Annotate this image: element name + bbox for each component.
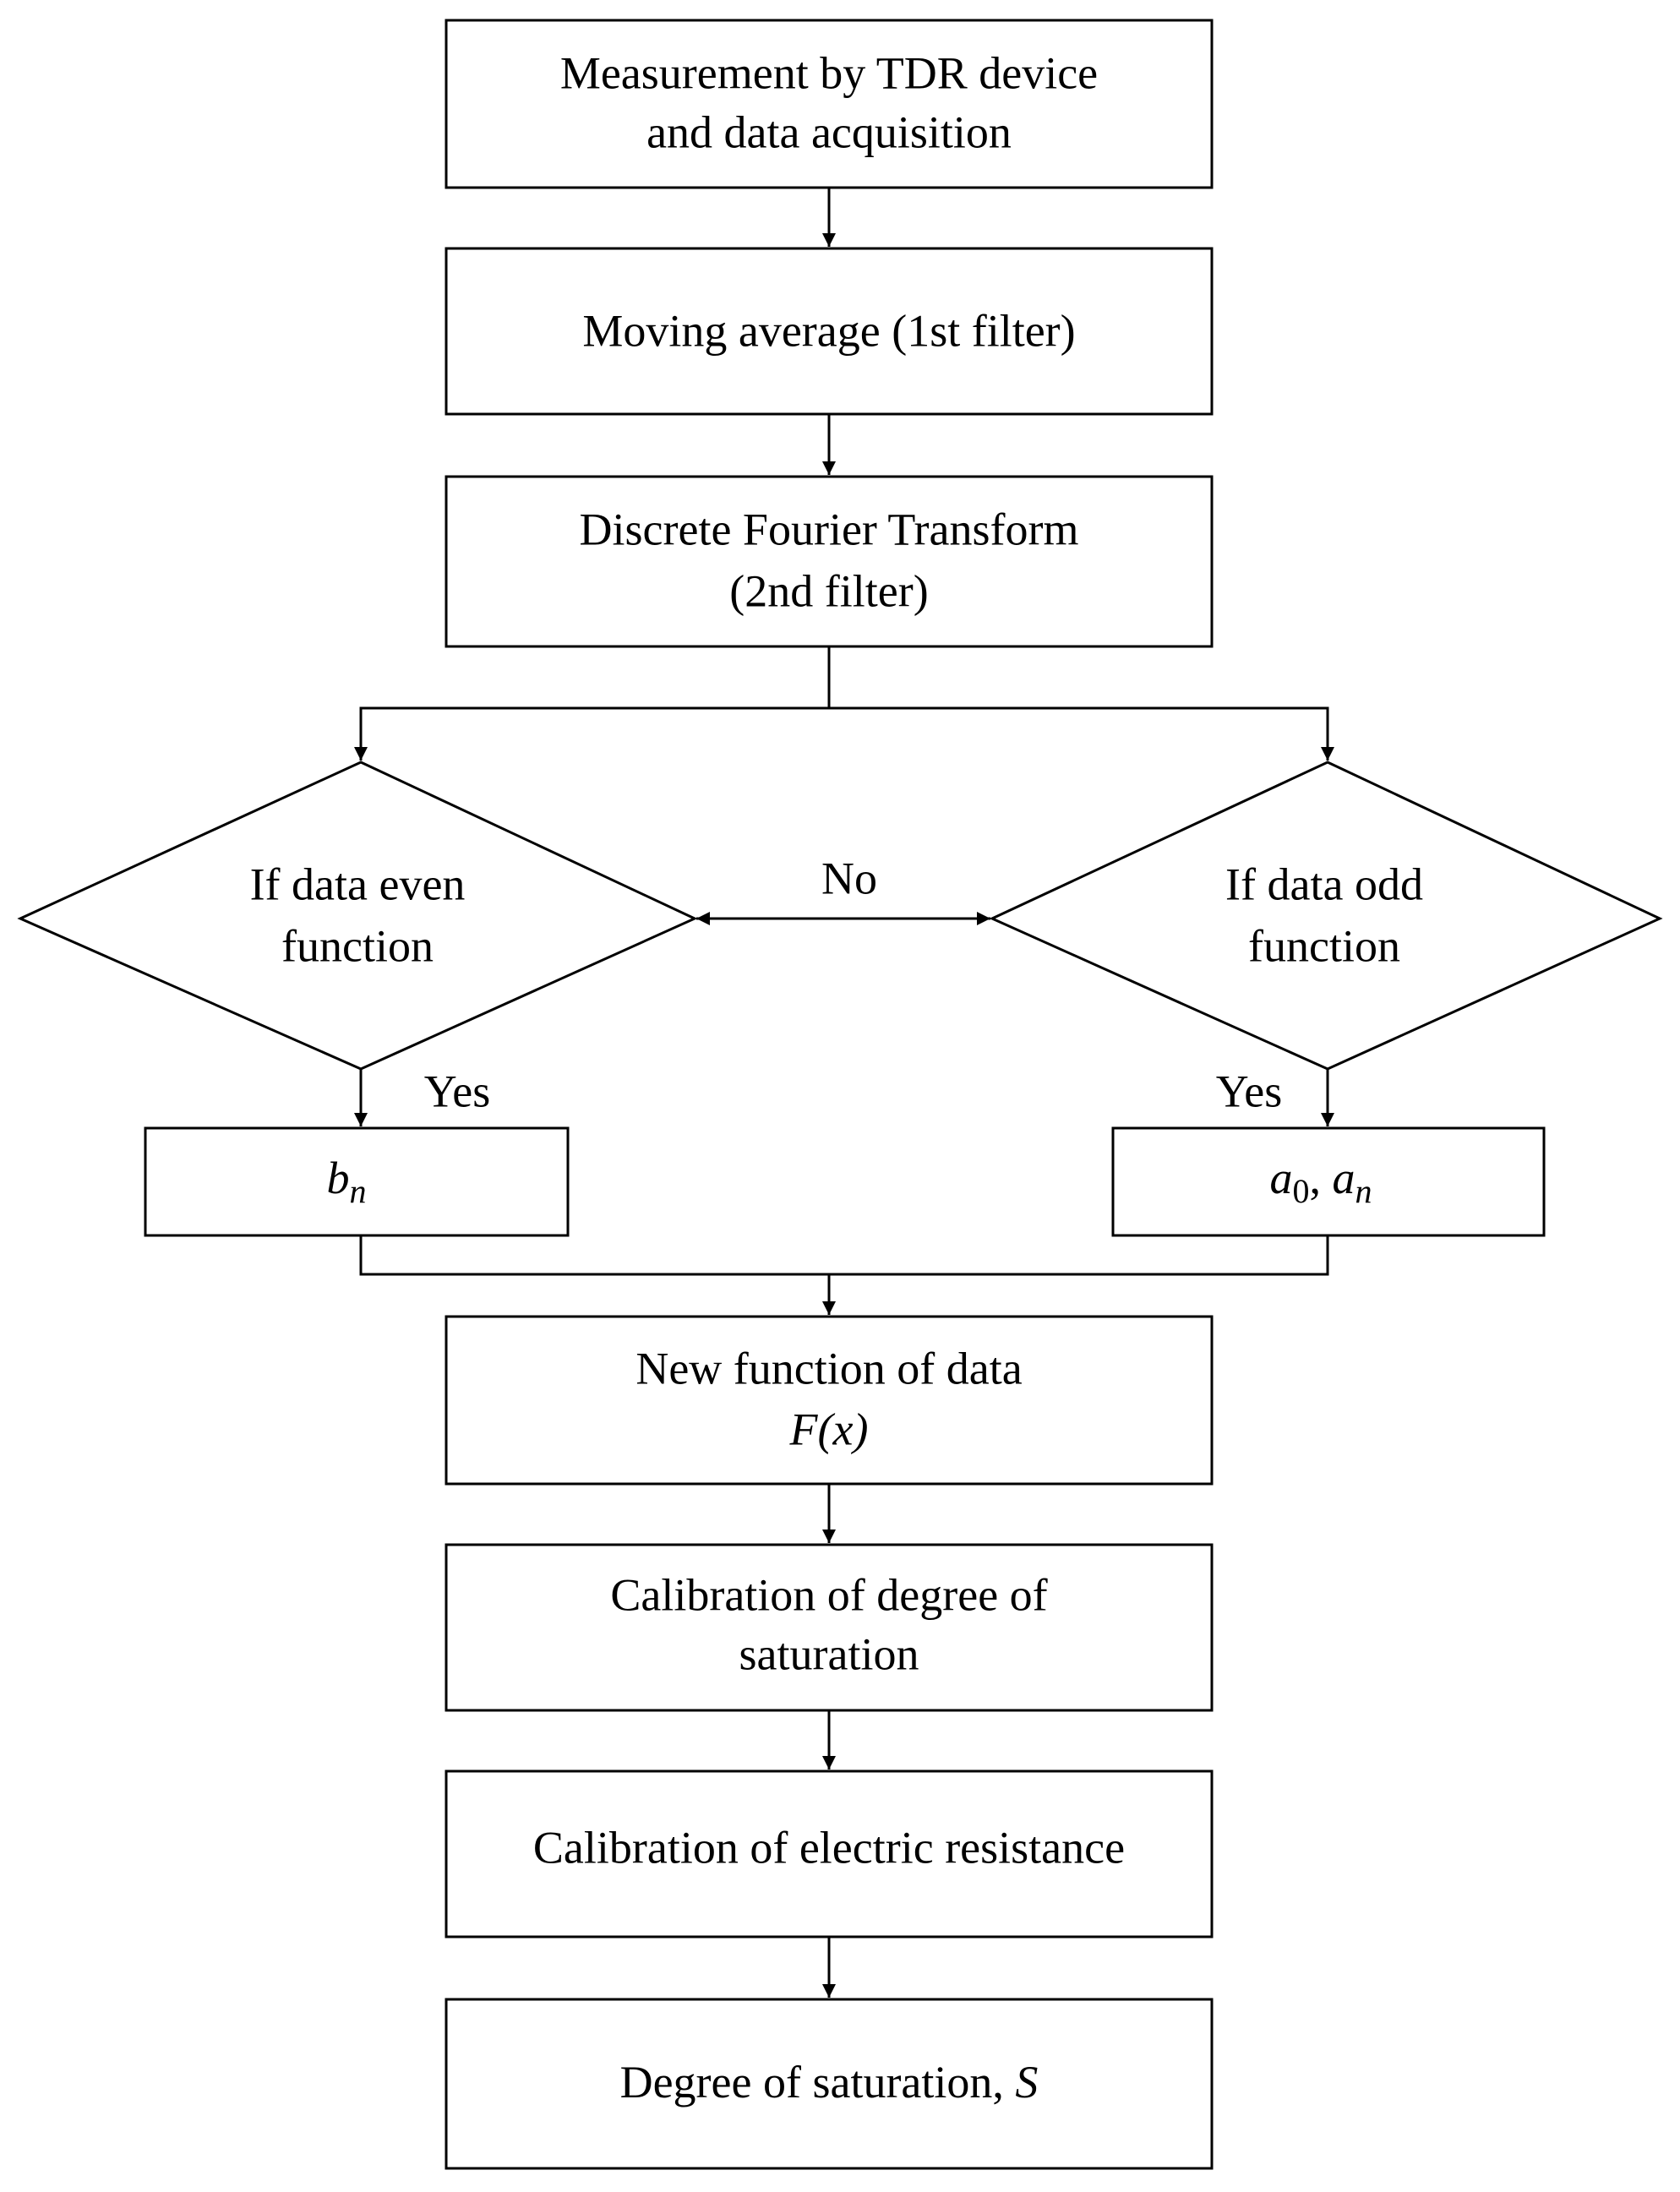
node-bn-formula: bn: [327, 1153, 367, 1210]
node-a0an: a0, an: [1111, 1126, 1546, 1237]
degree-saturation-text: Degree of saturation,: [620, 2057, 1016, 2107]
node-cal-resistance-box: [445, 1769, 1214, 1938]
an-sub: n: [1355, 1172, 1372, 1210]
node-moving-average: Moving average (1st filter): [445, 247, 1214, 416]
decision-odd-diamond: [989, 761, 1663, 1071]
an-base: a: [1333, 1153, 1355, 1203]
node-degree-saturation: Degree of saturation, S: [445, 1998, 1214, 2170]
node-measurement-line-2: and data acquisition: [646, 106, 1012, 157]
decision-odd: If data odd function: [989, 761, 1663, 1071]
decision-odd-line-1: If data odd: [1225, 859, 1423, 909]
node-cal-saturation-box: [445, 1543, 1214, 1712]
a0-base: a: [1270, 1153, 1293, 1203]
a0an-sep: ,: [1310, 1153, 1322, 1203]
degree-saturation-symbol: S: [1015, 2057, 1038, 2107]
node-new-function: New function of data F(x): [445, 1315, 1214, 1486]
decision-even-diamond: [17, 761, 698, 1071]
decision-even-line-2: function: [281, 920, 434, 971]
node-a0an-formula: a0, an: [1270, 1153, 1372, 1210]
arrow-dft-to-odd-check: [829, 706, 1334, 761]
node-degree-saturation-box: [445, 1998, 1214, 2170]
edge-label-yes-left: Yes: [424, 1066, 491, 1116]
node-cal-saturation-line-1: Calibration of degree of: [610, 1569, 1047, 1620]
node-dft: Discrete Fourier Transform (2nd filter): [445, 475, 1214, 648]
decision-odd-line-2: function: [1248, 920, 1400, 971]
bn-base: b: [327, 1153, 350, 1203]
node-measurement-box: [445, 19, 1214, 189]
node-moving-average-label: Moving average (1st filter): [582, 305, 1075, 356]
arrow-dft-to-even-check: [354, 646, 831, 761]
node-cal-resistance: Calibration of electric resistance: [445, 1769, 1214, 1938]
a0an-space: [1321, 1153, 1333, 1203]
node-cal-saturation-line-2: saturation: [739, 1628, 919, 1679]
node-degree-saturation-label: Degree of saturation, S: [620, 2057, 1039, 2107]
node-bn: bn: [144, 1126, 570, 1237]
node-dft-line-2: (2nd filter): [729, 565, 928, 616]
node-cal-resistance-label: Calibration of electric resistance: [533, 1822, 1125, 1873]
node-moving-average-box: [445, 247, 1214, 416]
edge-label-yes-right: Yes: [1216, 1066, 1283, 1116]
node-dft-box: [445, 475, 1214, 648]
node-new-function-line-1: New function of data: [635, 1343, 1022, 1393]
decision-even-line-1: If data even: [250, 859, 466, 909]
node-measurement-line-1: Measurement by TDR device: [560, 47, 1098, 98]
node-new-function-line-2: F(x): [789, 1404, 869, 1454]
edge-label-no: No: [821, 853, 877, 903]
edges: [354, 188, 1334, 1998]
node-new-function-box: [445, 1315, 1214, 1486]
bn-sub: n: [350, 1172, 367, 1210]
node-dft-line-1: Discrete Fourier Transform: [580, 504, 1079, 554]
node-cal-saturation: Calibration of degree of saturation: [445, 1543, 1214, 1712]
arrow-bn-merge: [359, 1235, 1329, 1276]
node-bn-box: [144, 1126, 570, 1237]
decision-even: If data even function: [17, 761, 698, 1071]
node-a0an-box: [1111, 1126, 1546, 1237]
node-measurement: Measurement by TDR device and data acqui…: [445, 19, 1214, 189]
a0-sub: 0: [1293, 1172, 1310, 1210]
